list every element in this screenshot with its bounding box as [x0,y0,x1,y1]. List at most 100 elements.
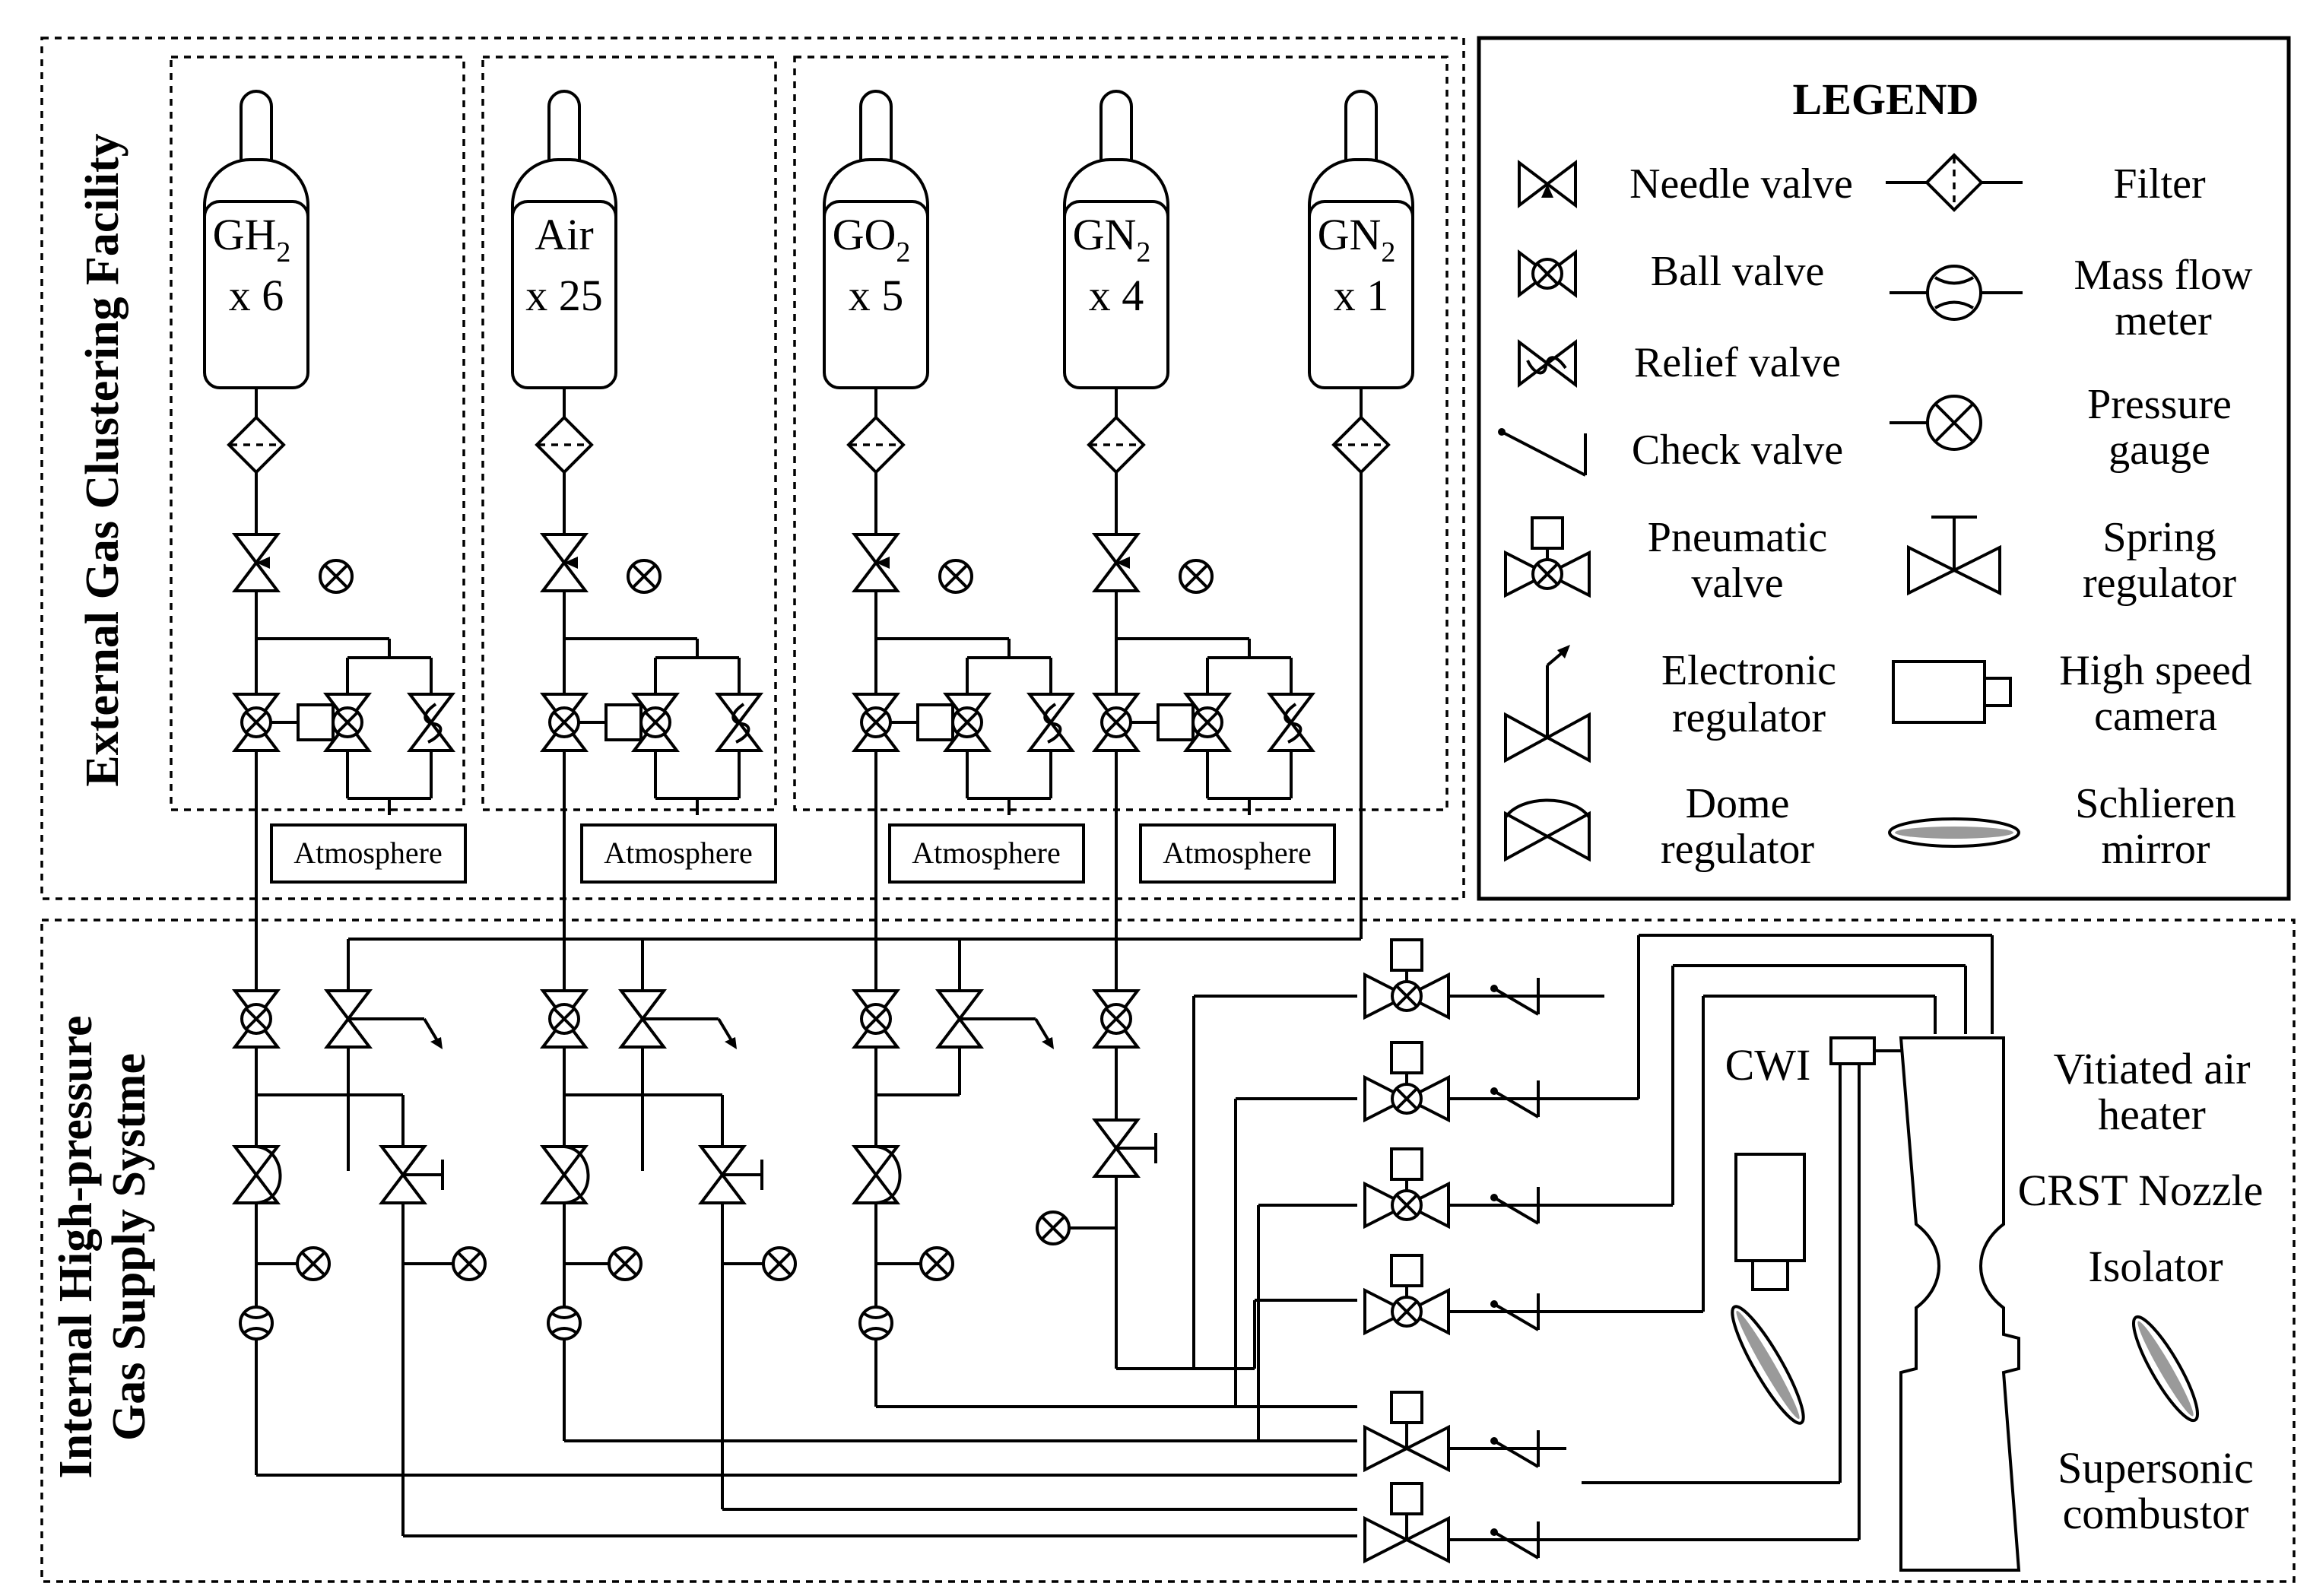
cylinder-gas-label: GO [833,210,896,259]
mass-flow-meter-icon [239,1306,274,1341]
branch-go2 [853,938,1357,1408]
vent-air: Atmosphere [580,823,777,884]
filter-icon [1886,154,2023,211]
legend-pressure-gauge-label: Pressure [2087,381,2232,428]
vent-gh2: Atmosphere [270,823,467,884]
legend-high-speed-camera-label: High speed [2059,647,2252,694]
vent-gn2: Atmosphere [1139,823,1336,884]
high-speed-camera-icon [1892,660,2012,724]
vent-label: Atmosphere [604,836,753,870]
schlieren-mirror-shade [2137,1321,2194,1417]
svg-text:GN2: GN2 [1073,210,1151,268]
mass-flow-meter-icon [858,1306,893,1341]
air-skid-frame [481,56,777,811]
ball-valve-icon [633,693,678,752]
legend-pressure-gauge-label-2: gauge [2109,427,2210,474]
pressure-gauge-icon [1036,1210,1071,1245]
vitiated-air-heater-label-2: heater [2098,1090,2206,1139]
vent-label: Atmosphere [912,836,1061,870]
pressure-gauge-icon [762,1246,797,1281]
legend-pneumatic-valve-label-2: valve [1691,560,1783,607]
cylinder-gn2-4: GN2 x 4 [1063,90,1169,389]
cwi-injector-icon [1829,1036,1876,1065]
actuator-icon [1157,703,1195,741]
actuator-icon [916,703,954,741]
isolator-label: Isolator [2088,1242,2223,1291]
cylinder-gas-label: GH [213,210,277,259]
legend-electronic-regulator-label-2: regulator [1672,694,1826,741]
dome-regulator-icon [853,1145,902,1204]
legend-title: LEGEND [1793,75,1979,124]
spring-regulator-icon [1907,516,2001,596]
vent-label: Atmosphere [1163,836,1312,870]
crst-nozzle-label: CRST Nozzle [2018,1166,2264,1215]
needle-valve-icon [541,533,587,592]
branch-air [541,938,1357,1511]
dome-regulator-icon [1504,798,1591,862]
cylinder-gas-subscript: 2 [276,236,290,268]
electronic-regulator-icon [620,989,738,1051]
legend-dome-regulator-label-2: regulator [1661,826,1814,873]
spring-regulator-icon [380,1145,444,1204]
ball-valve-icon [853,989,899,1049]
needle-valve-icon [233,533,279,592]
cylinder-gas-subscript: 2 [1136,236,1150,268]
internal-section-title-line1: Internal High-pressure [50,1015,102,1478]
pneumatic-valve-row-2 [1363,934,1994,1122]
cylinder-go2: GO2 x 5 [823,90,929,389]
ball-valve-icon [233,989,279,1049]
supersonic-combustor-label: Supersonic [2058,1443,2254,1493]
check-valve-icon [1498,428,1587,477]
branch-gn2 [1036,989,1357,1370]
pneumatic-valve-row-5 [1363,1391,1566,1471]
schlieren-mirror-icon [1888,817,2020,848]
filter-icon [227,416,285,474]
legend-schlieren-mirror-label: Schlieren [2075,780,2235,827]
skid-gn2-1 [347,388,1390,981]
dome-regulator-icon [233,1145,282,1204]
pneumatic-valve-row-3 [1363,964,1967,1228]
pressure-gauge-icon [938,559,973,594]
actuator-icon [297,703,335,741]
cylinder-count: x 1 [1334,271,1389,320]
legend-mass-flow-meter-label-2: meter [2115,297,2212,344]
gh2-skid-frame [170,56,465,811]
skid-go2 [847,388,1074,1133]
svg-text:GO2: GO2 [833,210,911,268]
gox-gn2-skid-frame [793,56,1449,811]
pressure-gauge-icon [452,1246,487,1281]
filter-icon [847,416,905,474]
ball-valve-icon [1093,989,1139,1049]
external-facility-frame [40,36,1465,900]
vitiated-air-heater-label: Vitiated air [2053,1044,2250,1093]
cylinder-gas-label: Air [535,210,593,259]
svg-text:GN2: GN2 [1318,210,1396,268]
cylinder-gas-label: GN [1073,210,1137,259]
legend-relief-valve-label: Relief valve [1634,339,1841,386]
relief-valve-icon [408,693,454,752]
pressure-gauge-icon [608,1246,643,1281]
ball-valve-icon [1185,693,1230,752]
needle-valve-icon [1093,533,1139,592]
legend-spring-regulator-label: Spring [2102,514,2216,561]
schlieren-mirror-shade [1736,1310,1800,1420]
cylinder-count: x 6 [229,271,284,320]
legend-needle-valve-label: Needle valve [1629,160,1853,208]
pneumatic-valve-row-6 [1363,1061,1861,1563]
filter-icon [535,416,593,474]
legend-panel: LEGEND Needle valve Ball valve Relief va… [1477,36,2291,901]
cylinder-count: x 25 [525,271,603,320]
legend-filter-label: Filter [2113,160,2206,208]
ball-valve-icon [541,989,587,1049]
mass-flow-meter-icon [1890,265,2023,321]
legend-dome-regulator-label: Dome [1686,780,1790,827]
legend-check-valve-label: Check valve [1632,427,1843,474]
skid-gn2-4 [1087,388,1314,1177]
ball-valve-icon [944,693,990,752]
spring-regulator-icon [1093,1118,1157,1178]
spring-regulator-icon [700,1145,763,1204]
pressure-gauge-icon [919,1246,954,1281]
internal-section-title-line2: Gas Supply Systme [103,1053,155,1441]
high-speed-camera-icon [1734,1153,1806,1291]
electronic-regulator-icon [325,989,444,1051]
